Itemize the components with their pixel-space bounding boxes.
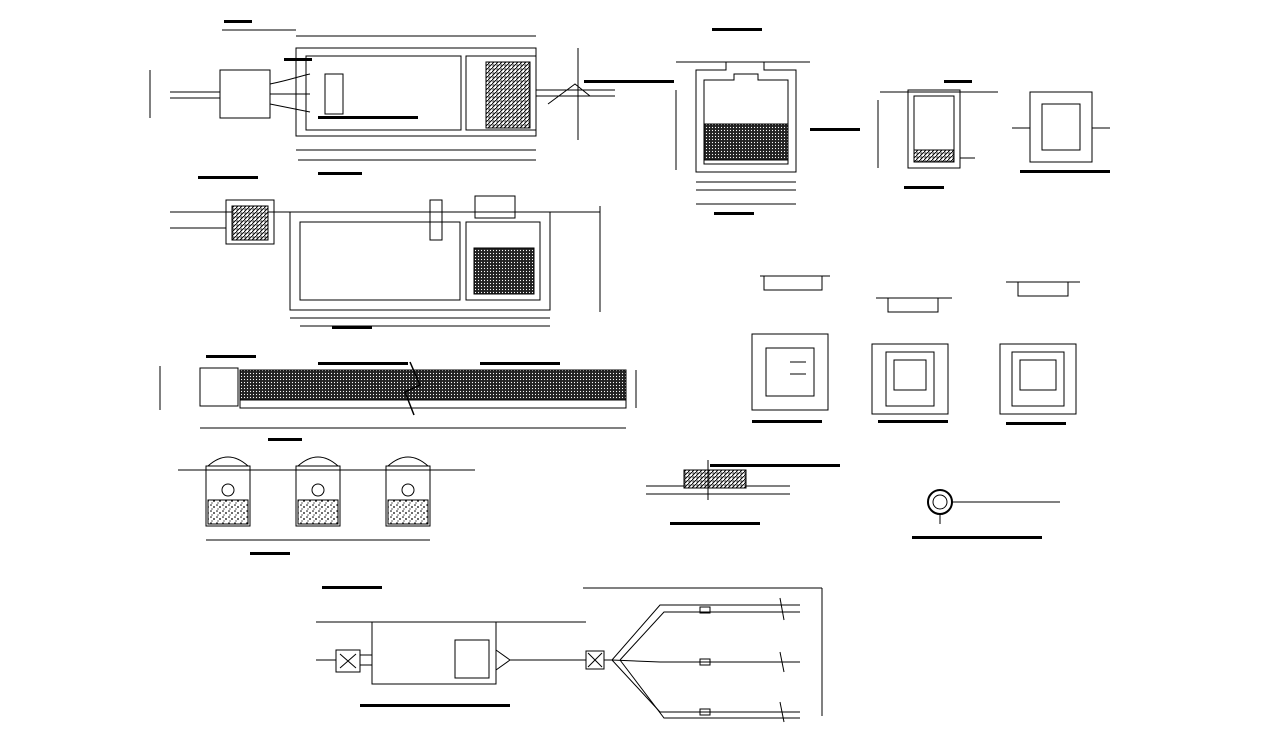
distribution-network-plan — [316, 587, 823, 723]
pipe-joint-detail — [646, 460, 790, 500]
septic-tank-plan — [149, 29, 615, 161]
inspection-box-plan — [1012, 91, 1110, 163]
drain-field-section — [159, 361, 637, 429]
pipe-section-detail — [927, 489, 1060, 524]
trench-cross-sections — [178, 456, 475, 541]
annotation-marks — [198, 20, 1110, 707]
cover-details — [751, 275, 1080, 415]
septic-tank-section — [170, 195, 601, 327]
inspection-box-section — [877, 89, 998, 169]
pump-chamber-section — [675, 61, 810, 205]
